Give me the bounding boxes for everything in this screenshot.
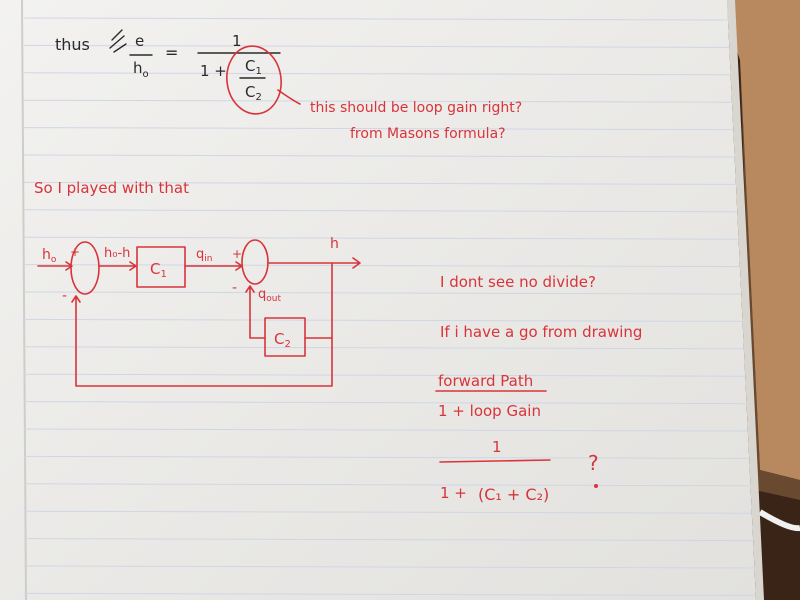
- minus-sign-2: -: [232, 280, 237, 296]
- question-mark: ?: [588, 451, 599, 475]
- minus-sign-1: -: [62, 288, 67, 304]
- plus-sign-2: +: [232, 247, 242, 261]
- note-line-3: forward Path: [438, 372, 533, 390]
- error-label: h₀-h: [104, 246, 130, 261]
- thus-label: thus: [55, 35, 90, 54]
- annotation-line-2: from Masons formula?: [350, 126, 506, 142]
- note-line-1: I dont see no divide?: [440, 273, 596, 291]
- equals-sign: =: [165, 43, 178, 62]
- note-line-2: If i have a go from drawing: [440, 323, 642, 341]
- rhs-denominator-prefix: 1 +: [200, 62, 227, 80]
- fraction-denominator-inner: (C₁ + C₂): [478, 485, 549, 504]
- output-label: h: [330, 236, 339, 252]
- rhs-numerator: 1: [232, 32, 242, 50]
- annotation-line-1: this should be loop gain right?: [310, 100, 522, 116]
- notebook-page: [0, 0, 756, 600]
- intro-text: So I played with that: [34, 179, 189, 197]
- lhs-numerator: e: [135, 32, 144, 50]
- question-dot: [594, 484, 598, 488]
- note-line-4: 1 + loop Gain: [438, 402, 541, 420]
- fraction-denominator-prefix: 1 +: [440, 484, 467, 502]
- fraction-numerator: 1: [492, 438, 502, 456]
